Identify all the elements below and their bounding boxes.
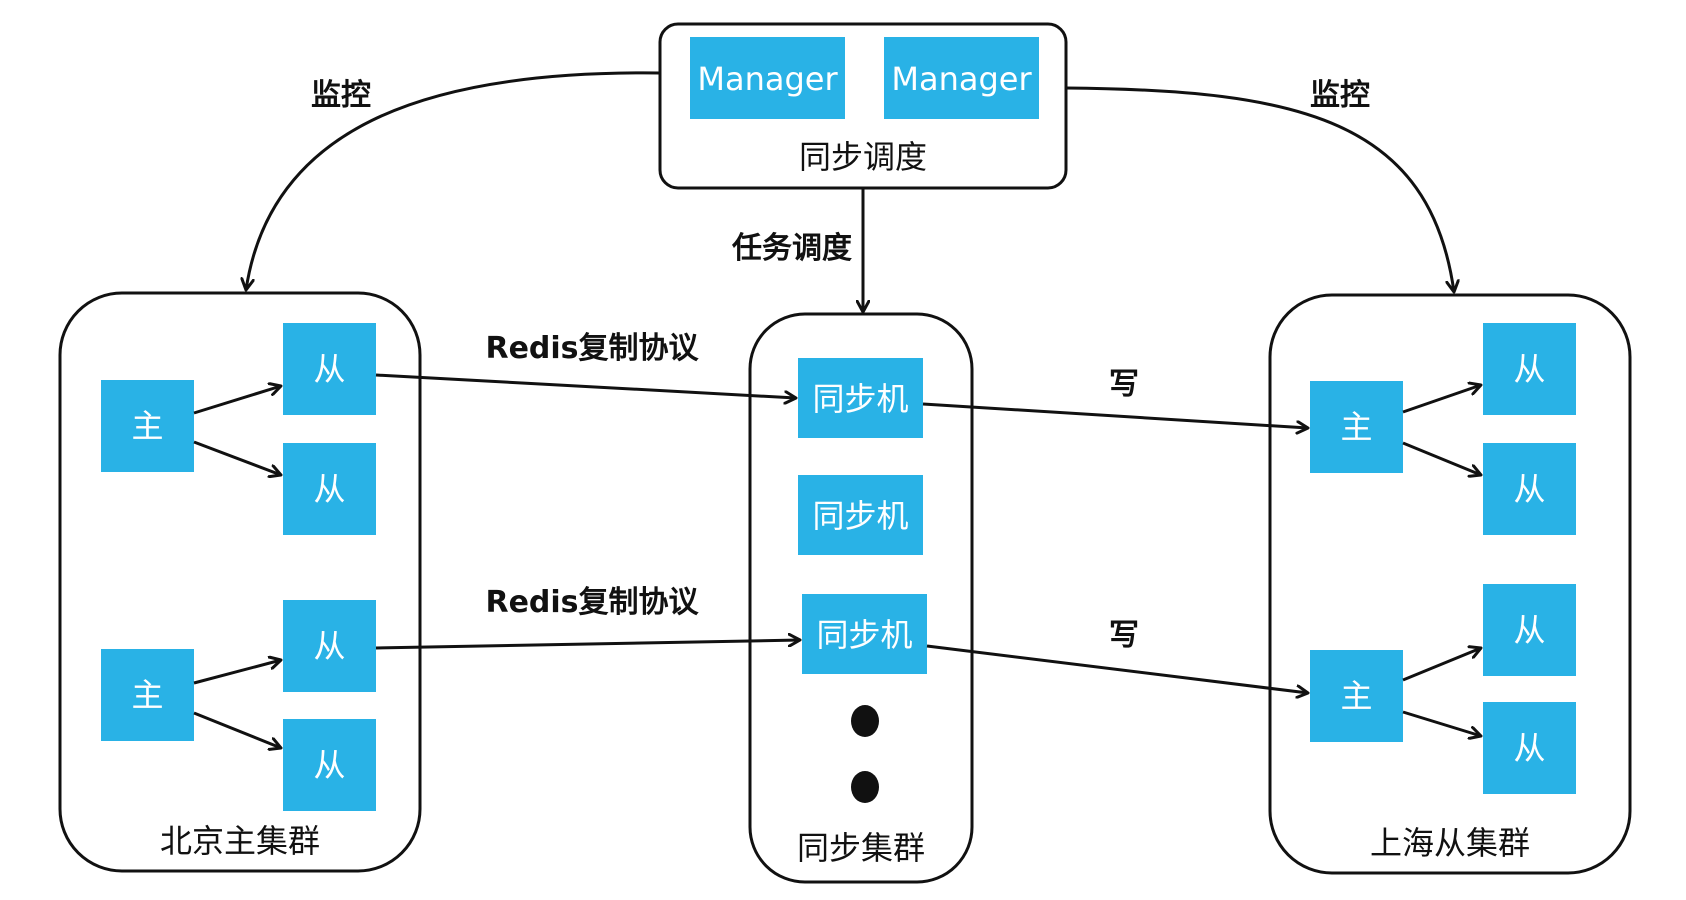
beijing-slave-1 xyxy=(283,323,376,415)
shanghai-master-2-label: 主 xyxy=(1340,677,1372,715)
beijing-master-2 xyxy=(101,649,194,741)
manager-node-1 xyxy=(690,37,845,119)
shanghai-slave-3 xyxy=(1483,584,1576,676)
arrow-bj-m1-s1 xyxy=(193,386,281,415)
sync-machine-3-label: 同步机 xyxy=(816,616,912,654)
label-monitor-left: 监控 xyxy=(311,78,371,113)
sync-machine-2 xyxy=(798,475,923,555)
sync-machine-2-label: 同步机 xyxy=(812,497,908,535)
shanghai-master-1-label: 主 xyxy=(1340,408,1372,446)
label-monitor-right: 监控 xyxy=(1310,78,1370,113)
manager-node-2 xyxy=(884,37,1039,119)
beijing-master-2-label: 主 xyxy=(131,676,163,714)
arrow-write-top xyxy=(922,402,1308,428)
label-redis-bottom: Redis复制协议 xyxy=(485,585,699,620)
shanghai-slave-1 xyxy=(1483,323,1576,415)
beijing-master-1 xyxy=(101,380,194,472)
shanghai-slave-3-label: 从 xyxy=(1513,611,1545,649)
shanghai-master-1 xyxy=(1310,381,1403,473)
arrow-bj-m2-s3 xyxy=(193,660,281,685)
beijing-slave-4 xyxy=(283,719,376,811)
shanghai-cluster-label: 上海从集群 xyxy=(1370,824,1530,862)
beijing-slave-2 xyxy=(283,443,376,535)
label-task-schedule: 任务调度 xyxy=(731,231,852,266)
arrow-monitor-right xyxy=(1065,86,1454,292)
arrow-write-bottom xyxy=(926,644,1308,693)
beijing-slave-4-label: 从 xyxy=(313,746,345,784)
scheduler-label: 同步调度 xyxy=(799,138,927,176)
sync-machine-1 xyxy=(798,358,923,438)
shanghai-slave-2-label: 从 xyxy=(1513,470,1545,508)
arrow-bj-m2-s4 xyxy=(193,711,281,748)
beijing-slave-2-label: 从 xyxy=(313,470,345,508)
shanghai-slave-4-label: 从 xyxy=(1513,729,1545,767)
shanghai-slave-4 xyxy=(1483,702,1576,794)
beijing-cluster-label: 北京主集群 xyxy=(160,822,320,860)
arrow-monitor-left xyxy=(246,71,661,290)
beijing-master-1-label: 主 xyxy=(131,407,163,445)
manager-node-1-label: Manager xyxy=(697,60,838,98)
shanghai-slave-1-label: 从 xyxy=(1513,350,1545,388)
sync-cluster-label: 同步集群 xyxy=(797,829,925,867)
shanghai-master-2 xyxy=(1310,650,1403,742)
shanghai-slave-2 xyxy=(1483,443,1576,535)
arrow-redis-bottom xyxy=(375,640,800,650)
arrow-sh-m2-s3 xyxy=(1402,648,1481,682)
arrow-sh-m1-s1 xyxy=(1402,385,1481,414)
sync-machine-1-label: 同步机 xyxy=(812,380,908,418)
ellipsis-dot-1 xyxy=(851,705,879,737)
arrow-sh-m2-s4 xyxy=(1402,710,1481,736)
sync-machine-3 xyxy=(802,594,927,674)
beijing-slave-3-label: 从 xyxy=(313,627,345,665)
arrow-sh-m1-s2 xyxy=(1402,441,1481,475)
label-redis-top: Redis复制协议 xyxy=(485,331,699,366)
label-write-top: 写 xyxy=(1109,367,1139,402)
ellipsis-dot-2 xyxy=(851,771,879,803)
arrow-redis-top xyxy=(375,373,796,398)
beijing-slave-1-label: 从 xyxy=(313,350,345,388)
beijing-slave-3 xyxy=(283,600,376,692)
manager-node-2-label: Manager xyxy=(891,60,1032,98)
arrow-bj-m1-s2 xyxy=(193,440,281,475)
label-write-bottom: 写 xyxy=(1109,618,1139,653)
